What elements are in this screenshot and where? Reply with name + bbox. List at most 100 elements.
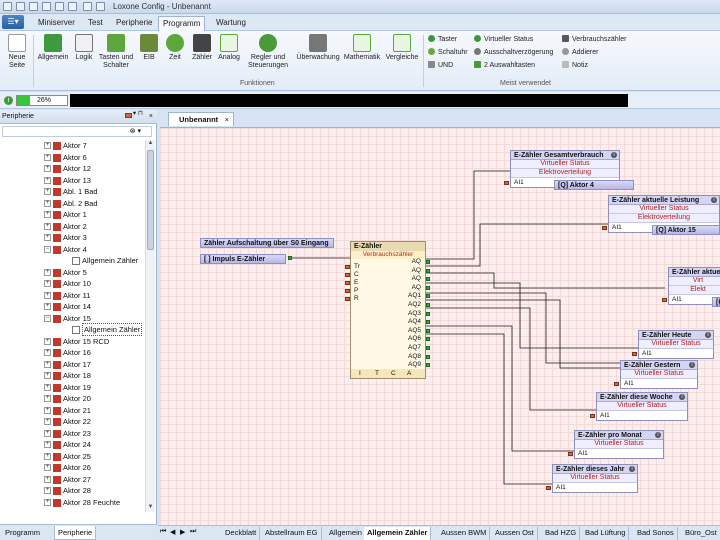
output-connector[interactable] [426, 346, 430, 350]
expand-icon[interactable]: + [44, 211, 51, 218]
footer-pin[interactable]: A [407, 370, 412, 377]
page-tab[interactable]: Aussen Ost [492, 527, 538, 540]
output-pin[interactable]: AQ6 [407, 335, 421, 343]
output-connector[interactable] [426, 294, 430, 299]
expand-icon[interactable]: + [44, 349, 51, 356]
zeit-button[interactable]: Zeit [164, 34, 186, 62]
input-pin[interactable]: AI1 [600, 412, 610, 419]
expand-icon[interactable]: + [44, 188, 51, 195]
vergleiche-button[interactable]: Vergleiche [384, 34, 420, 62]
redo-icon[interactable] [68, 2, 77, 11]
output-connector[interactable] [426, 311, 430, 316]
output-pin[interactable]: AQ5 [407, 326, 421, 334]
expand-icon[interactable]: + [44, 142, 51, 149]
input-connector[interactable] [614, 382, 619, 386]
regler-button[interactable]: Regler und Steuerungen [244, 34, 292, 70]
expand-icon[interactable]: + [44, 222, 51, 230]
output-pin[interactable]: AQ4 [407, 318, 421, 326]
scroll-thumb[interactable] [147, 150, 154, 250]
tab-peripherie[interactable]: Peripherie [116, 18, 153, 27]
input-pin[interactable]: AI1 [642, 350, 652, 357]
search-clear-icon[interactable]: ⊗ ▾ [129, 128, 141, 135]
collapse-icon[interactable]: − [44, 245, 51, 253]
input-pin[interactable]: R [354, 295, 359, 302]
notiz-button[interactable]: Notiz [562, 61, 588, 71]
save-icon[interactable] [42, 2, 51, 11]
expand-icon[interactable]: + [44, 429, 51, 437]
prev-page-icon[interactable]: ◀ [170, 529, 176, 536]
output-pin[interactable]: AQ [411, 266, 421, 274]
und-button[interactable]: UND [428, 61, 453, 71]
app-icon[interactable] [3, 2, 12, 11]
tab-programm-panel[interactable]: Programm [5, 528, 41, 537]
pin-icon[interactable]: ▾ ⊓ [124, 110, 143, 118]
page-tab[interactable]: Abstellraum EG [262, 527, 322, 540]
input-pin[interactable]: AI1 [624, 380, 634, 387]
expand-icon[interactable]: + [44, 487, 51, 494]
expand-icon[interactable]: + [44, 498, 51, 506]
input-pin[interactable]: Tr [354, 263, 360, 270]
info-icon[interactable]: i [689, 362, 695, 368]
input-pin[interactable]: AI1 [514, 179, 524, 186]
ausschaltverzoegerung-button[interactable]: Ausschaltverzögerung [474, 48, 553, 58]
last-page-icon[interactable]: ⏭ [190, 528, 197, 535]
input-connector[interactable] [546, 486, 551, 490]
analog-button[interactable]: Analog [216, 34, 242, 62]
page-tab[interactable]: Allgemein [326, 527, 366, 540]
tab-test[interactable]: Test [88, 18, 103, 27]
output-pin[interactable]: AQ [411, 258, 421, 265]
input-connector[interactable] [632, 352, 637, 356]
expand-icon[interactable]: + [44, 360, 51, 368]
info-icon[interactable]: i [705, 332, 711, 338]
input-connector[interactable] [568, 452, 573, 456]
scroll-down-icon[interactable]: ▼ [147, 504, 154, 510]
close-icon[interactable]: × [224, 115, 229, 124]
tab-programm[interactable]: Programm [158, 16, 206, 31]
program-canvas[interactable]: Zähler Aufschaltung über S0 Eingang [ ] … [160, 127, 720, 525]
input-pin[interactable]: C [354, 271, 359, 278]
output-connector[interactable] [426, 303, 430, 307]
output-pin[interactable]: AQ [411, 283, 421, 291]
expand-icon[interactable]: + [44, 165, 51, 172]
output-reference[interactable]: [Q] Akt [712, 297, 720, 307]
page-tab[interactable]: Büro_Ost [682, 527, 720, 540]
info-icon[interactable]: i [679, 394, 685, 400]
eib-button[interactable]: EIB [138, 34, 160, 62]
input-connector[interactable] [602, 226, 607, 230]
expand-icon[interactable]: + [44, 383, 51, 391]
search-input[interactable]: ⊗ ▾ [2, 126, 152, 137]
input-connector[interactable] [345, 297, 350, 301]
close-icon[interactable]: × [148, 113, 153, 120]
input-reference[interactable]: [ ] Impuls E-Zähler [200, 254, 286, 264]
page-tab[interactable]: Allgemein Zähler [364, 527, 432, 540]
expand-icon[interactable]: + [44, 303, 51, 310]
output-reference[interactable]: [Q] Aktor 15 [652, 225, 720, 235]
scroll-up-icon[interactable]: ▲ [147, 140, 154, 146]
page-tab[interactable]: Aussen BWM [438, 527, 491, 540]
expand-icon[interactable]: + [44, 406, 51, 414]
output-pin[interactable]: AQ3 [407, 309, 421, 317]
taster-button[interactable]: Taster [428, 35, 457, 45]
expand-icon[interactable]: + [44, 268, 51, 276]
next-page-icon[interactable]: ▶ [180, 529, 186, 536]
output-connector[interactable] [426, 337, 430, 342]
expand-icon[interactable]: + [44, 452, 51, 460]
input-connector[interactable] [590, 414, 595, 418]
expand-icon[interactable]: + [44, 280, 51, 287]
auswahltasten-button[interactable]: 2 Auswahltasten [474, 61, 535, 71]
tab-peripherie-panel[interactable]: Peripherie [54, 526, 97, 540]
page-tab[interactable]: Bad HZG [542, 527, 581, 540]
virtual-status-block[interactable]: E-Zähler aktuelliVirtElektAI1 [662, 267, 720, 305]
input-connector[interactable] [662, 298, 667, 302]
dropdown-icon[interactable] [96, 2, 105, 11]
input-connector[interactable] [345, 273, 350, 277]
input-connector[interactable] [345, 265, 350, 269]
tab-wartung[interactable]: Wartung [216, 18, 246, 27]
first-page-icon[interactable]: ⏮ [160, 528, 167, 535]
page-tab[interactable]: Bad Lüftung [582, 527, 630, 540]
